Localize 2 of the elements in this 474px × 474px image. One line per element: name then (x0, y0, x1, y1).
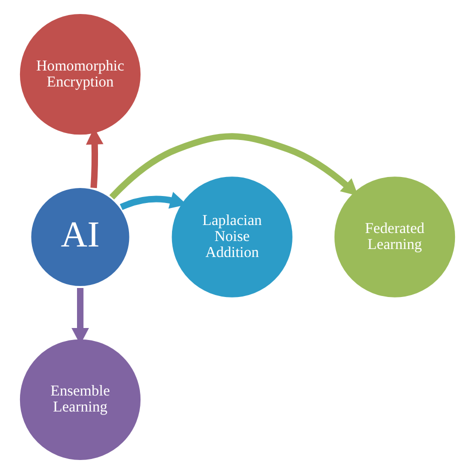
arrow (108, 133, 358, 200)
arrow (119, 192, 186, 210)
